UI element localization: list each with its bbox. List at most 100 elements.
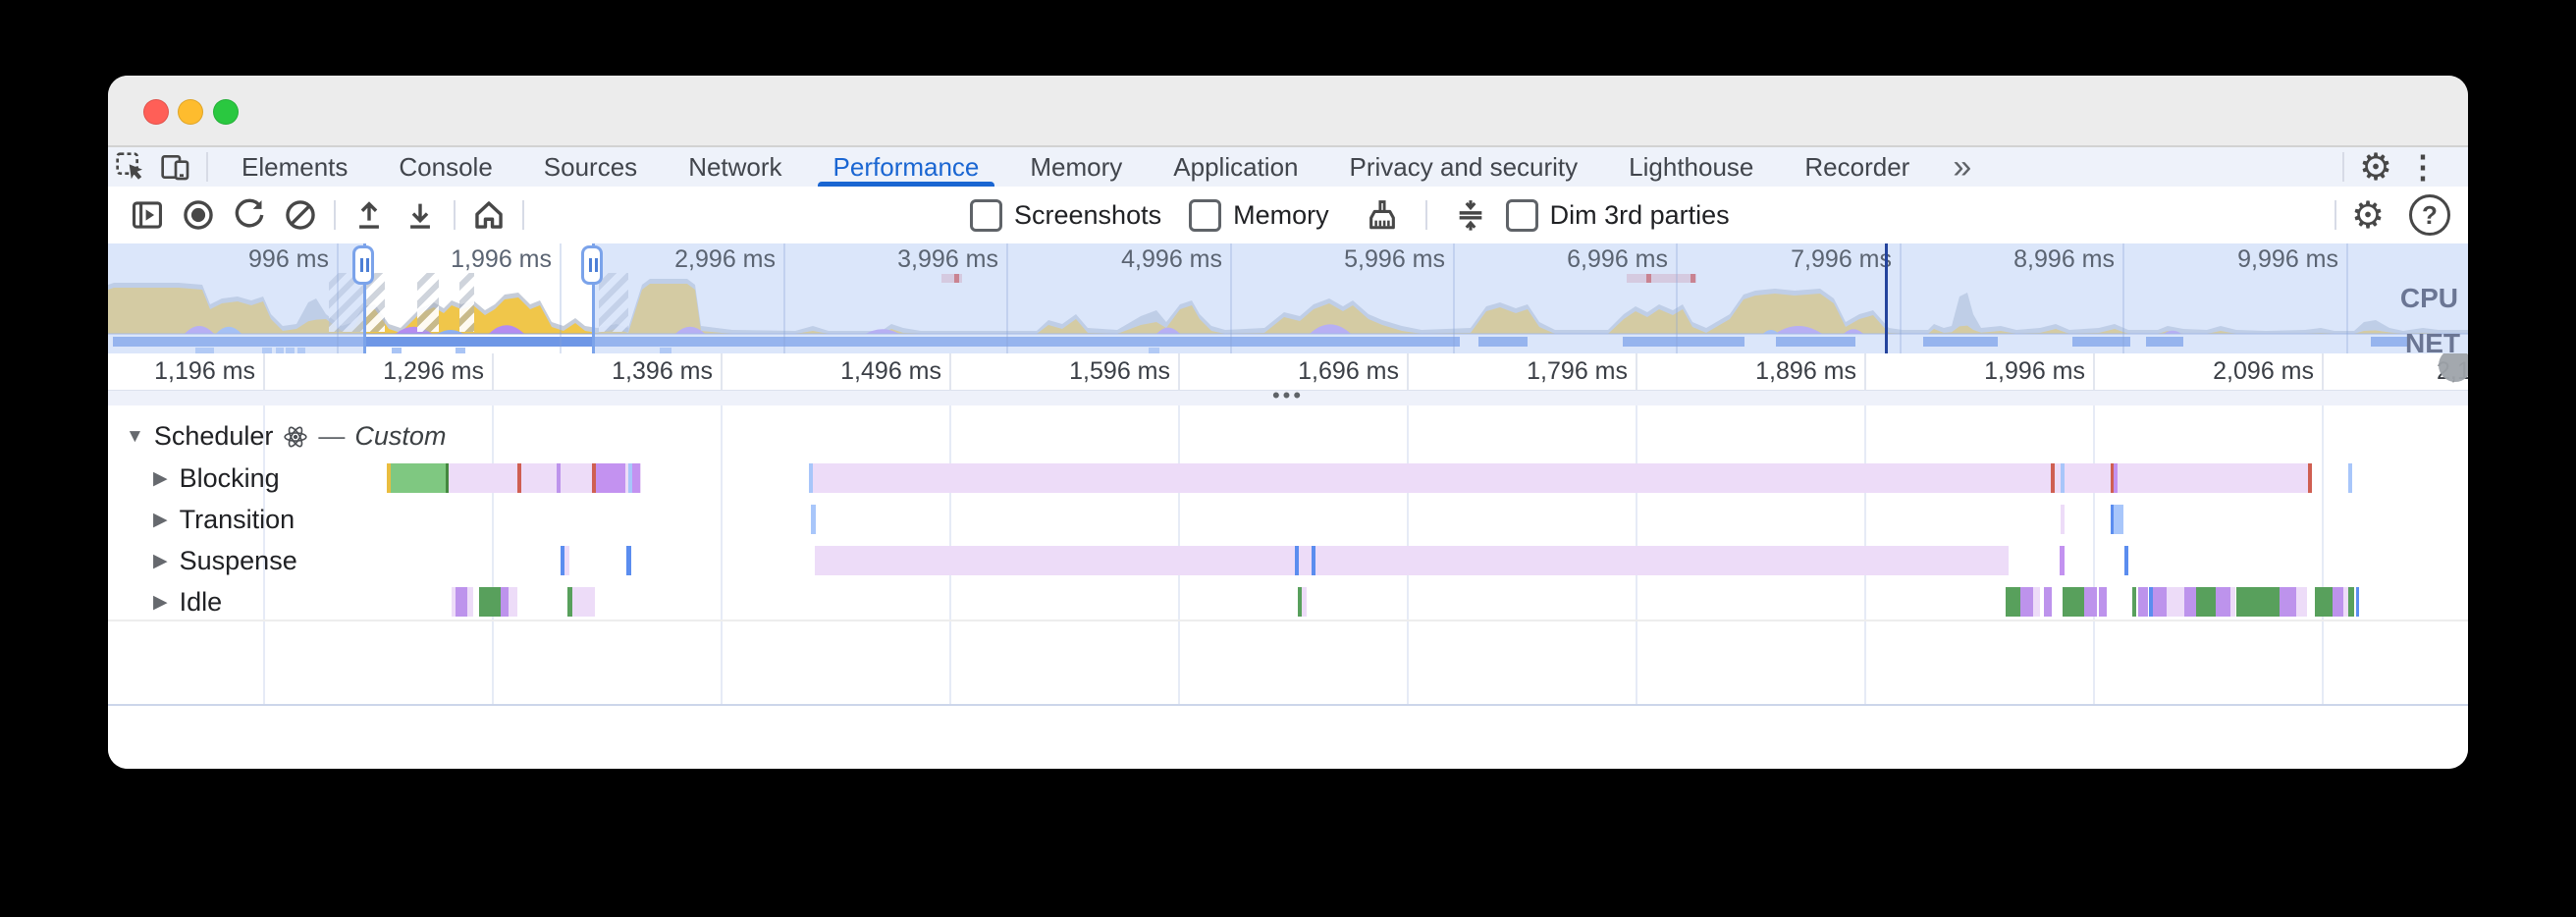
flame-bar-segment bbox=[2149, 587, 2153, 617]
screenshots-checkbox[interactable]: Screenshots bbox=[970, 198, 1161, 232]
flame-bar-segment bbox=[391, 463, 446, 493]
ruler-time-label: 1,696 ms bbox=[1298, 357, 1399, 385]
tab-elements[interactable]: Elements bbox=[242, 151, 349, 182]
flame-bar-segment bbox=[2153, 587, 2167, 617]
tab-recorder[interactable]: Recorder bbox=[1804, 151, 1910, 182]
flame-bar-segment bbox=[2356, 587, 2359, 617]
download-profile-icon[interactable] bbox=[395, 191, 446, 239]
flame-bar-segment bbox=[2124, 546, 2128, 575]
checkbox-label: Dim 3rd parties bbox=[1549, 199, 1730, 230]
flame-bar-segment bbox=[2296, 587, 2307, 617]
flame-bar-segment bbox=[2006, 587, 2020, 617]
flame-bar-segment bbox=[2138, 587, 2148, 617]
track-row-name: Blocking bbox=[179, 462, 280, 493]
flame-bar-segment bbox=[2099, 587, 2107, 617]
selection-handle-right[interactable] bbox=[581, 245, 603, 285]
flame-bar-segment bbox=[2084, 587, 2097, 617]
window-titlebar bbox=[108, 76, 2468, 147]
flame-bar-segment bbox=[815, 546, 2009, 575]
minimize-window-button[interactable] bbox=[178, 99, 203, 125]
flame-chart-tracks[interactable]: ▼ Scheduler — Custom ▶ Blocking ▶Transitio… bbox=[108, 405, 2468, 704]
flame-bar-segment bbox=[572, 587, 595, 617]
divider bbox=[206, 152, 208, 182]
overview-time-label: 8,996 ms bbox=[2013, 245, 2115, 273]
close-window-button[interactable] bbox=[143, 99, 169, 125]
settings-gear-icon[interactable]: ⚙ bbox=[2358, 146, 2393, 189]
selection-handle-left[interactable] bbox=[352, 245, 374, 285]
track-row-name: Idle bbox=[179, 586, 223, 617]
ruler-time-label: 2,096 ms bbox=[2213, 357, 2314, 385]
flame-bar-segment bbox=[2020, 587, 2033, 617]
flame-bar-segment bbox=[2111, 505, 2114, 534]
ruler-gridline bbox=[2093, 353, 2095, 390]
overview-gridline bbox=[1230, 243, 1232, 353]
scrollbar-thumb[interactable] bbox=[2439, 353, 2468, 382]
tab-privacy-and-security[interactable]: Privacy and security bbox=[1349, 151, 1579, 182]
flame-bar-segment bbox=[517, 463, 521, 493]
expand-triangle-icon[interactable]: ▶ bbox=[153, 467, 168, 489]
expand-triangle-icon[interactable]: ▶ bbox=[153, 591, 168, 613]
overview-gridline bbox=[1453, 243, 1455, 353]
overview-gridline bbox=[1006, 243, 1008, 353]
more-tabs-icon[interactable]: » bbox=[1953, 147, 1972, 186]
tab-memory[interactable]: Memory bbox=[1030, 151, 1123, 182]
expand-triangle-icon[interactable]: ▶ bbox=[153, 509, 168, 530]
flame-bar-segment bbox=[567, 587, 572, 617]
flame-bar-segment bbox=[809, 463, 813, 493]
expand-triangle-icon[interactable]: ▶ bbox=[153, 550, 168, 571]
track-row-label-transition[interactable]: ▶Transition bbox=[153, 505, 295, 534]
divider bbox=[2342, 152, 2344, 182]
device-toolbar-icon[interactable] bbox=[153, 147, 198, 187]
track-row-label-idle[interactable]: ▶ Idle bbox=[153, 587, 222, 617]
flame-bar-segment bbox=[501, 587, 509, 617]
tab-lighthouse[interactable]: Lighthouse bbox=[1629, 151, 1754, 182]
tab-sources[interactable]: Sources bbox=[543, 151, 638, 182]
track-group-scheduler[interactable]: ▼ Scheduler — Custom bbox=[126, 421, 446, 452]
track-row-label-suspense[interactable]: ▶Suspense bbox=[153, 546, 297, 575]
capture-settings-gear-icon[interactable]: ⚙ bbox=[2350, 194, 2386, 237]
handle-grip-bar bbox=[589, 258, 592, 272]
collapse-triangle-icon[interactable]: ▼ bbox=[126, 425, 144, 447]
tab-application[interactable]: Application bbox=[1173, 151, 1299, 182]
collapse-tracks-icon[interactable] bbox=[1445, 191, 1496, 239]
net-request-bar-secondary bbox=[456, 348, 465, 353]
net-request-bar-secondary bbox=[392, 348, 402, 353]
checkbox-box[interactable] bbox=[970, 198, 1002, 232]
checkbox-label: Memory bbox=[1233, 199, 1329, 230]
dim-3rd-parties-checkbox[interactable]: Dim 3rd parties bbox=[1505, 198, 1730, 232]
track-row-label-blocking[interactable]: ▶ Blocking bbox=[153, 463, 280, 493]
inspect-element-icon[interactable] bbox=[108, 147, 153, 187]
tabbar-right-controls: ⚙ ⋮ bbox=[2334, 146, 2468, 189]
clear-icon[interactable] bbox=[275, 191, 326, 239]
cpu-track-label: CPU bbox=[2399, 283, 2458, 313]
customize-devtools-kebab-icon[interactable]: ⋮ bbox=[2407, 149, 2439, 185]
help-icon[interactable]: ? bbox=[2409, 194, 2450, 236]
tab-network[interactable]: Network bbox=[688, 151, 782, 182]
toggle-sidebar-icon[interactable] bbox=[122, 191, 173, 239]
flame-bar-segment bbox=[2308, 463, 2312, 493]
zoom-window-button[interactable] bbox=[213, 99, 239, 125]
collect-garbage-icon[interactable] bbox=[1357, 191, 1408, 239]
record-and-reload-icon[interactable] bbox=[224, 191, 275, 239]
selection-handle-line[interactable] bbox=[592, 243, 595, 353]
record-icon[interactable] bbox=[173, 191, 224, 239]
tab-console[interactable]: Console bbox=[399, 151, 493, 182]
upload-profile-icon[interactable] bbox=[344, 191, 395, 239]
checkbox-box[interactable] bbox=[1189, 198, 1222, 232]
memory-checkbox[interactable]: Memory bbox=[1189, 198, 1329, 232]
flame-bar-segment bbox=[809, 463, 2312, 493]
overview-gridline bbox=[783, 243, 785, 353]
selection-handle-line[interactable] bbox=[363, 243, 366, 353]
track-separator-line bbox=[108, 620, 2468, 621]
handle-grip-bar bbox=[360, 258, 363, 272]
overview-time-label: 1,996 ms bbox=[451, 245, 552, 273]
checkbox-box[interactable] bbox=[1505, 198, 1538, 232]
live-metrics-home-icon[interactable] bbox=[463, 191, 514, 239]
divider bbox=[334, 200, 336, 230]
candystripe-hatch-overlay bbox=[417, 273, 439, 332]
tab-performance[interactable]: Performance bbox=[808, 147, 1005, 187]
track-gridline bbox=[2322, 405, 2324, 704]
